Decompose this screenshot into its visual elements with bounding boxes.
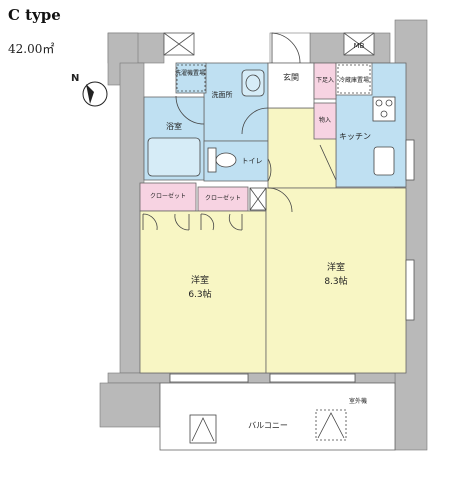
label-room-right-name: 洋室 [327, 261, 345, 273]
label-closet-mid: クローゼット [205, 194, 241, 202]
north-compass: N [71, 73, 108, 107]
plan-type-title: C type [8, 6, 61, 24]
bathtub [147, 137, 201, 177]
label-room-left-name: 洋室 [191, 274, 209, 286]
north-label: N [71, 73, 79, 84]
label-bath: 浴室 [166, 121, 182, 131]
label-kitchen: キッチン [339, 132, 371, 141]
windows [169, 139, 415, 383]
label-mb: MB [354, 42, 365, 50]
floor-area: 42.00㎡ [8, 42, 55, 56]
stove [372, 96, 396, 122]
label-storage: 物入 [319, 116, 331, 124]
room-left-floor [139, 210, 267, 374]
label-washroom: 洗面所 [212, 90, 233, 99]
room-labels: 洗濯機置場 洗面所 浴室 トイレ 玄関 下足入 物入 冷蔵庫置場 キッチン クロ… [150, 42, 371, 430]
label-room-left-size: 6.3帖 [188, 288, 211, 300]
fixtures [147, 64, 396, 444]
washer-tray [176, 64, 206, 92]
entrance-floor [267, 62, 315, 109]
doors [142, 32, 337, 231]
label-room-right-size: 8.3帖 [324, 275, 347, 287]
fridge-spot [337, 64, 371, 94]
washbasin-bowl [245, 74, 261, 92]
washbasin [241, 69, 265, 97]
label-toilet: トイレ [242, 157, 263, 165]
label-outdoor-unit: 室外機 [349, 397, 367, 405]
label-washer: 洗濯機置場 [175, 69, 205, 77]
fridge-floor [335, 62, 373, 96]
closet-mid-floor [197, 186, 249, 212]
room-right-floor [265, 187, 407, 374]
toilet-bowl [215, 152, 237, 168]
label-entrance: 玄関 [283, 72, 299, 82]
label-closet-left: クローゼット [150, 192, 186, 200]
mb-boxes [163, 32, 375, 56]
sink [373, 146, 395, 176]
washer-floor [175, 62, 207, 94]
balcony-vent [189, 414, 217, 444]
storage-floor [313, 102, 337, 140]
label-balcony: バルコニー [248, 421, 288, 430]
label-shoe-box: 下足入 [316, 77, 334, 84]
outdoor-unit-box [315, 409, 347, 441]
walls [99, 19, 428, 451]
label-fridge: 冷蔵庫置場 [339, 76, 369, 84]
toilet-tank [207, 147, 217, 173]
